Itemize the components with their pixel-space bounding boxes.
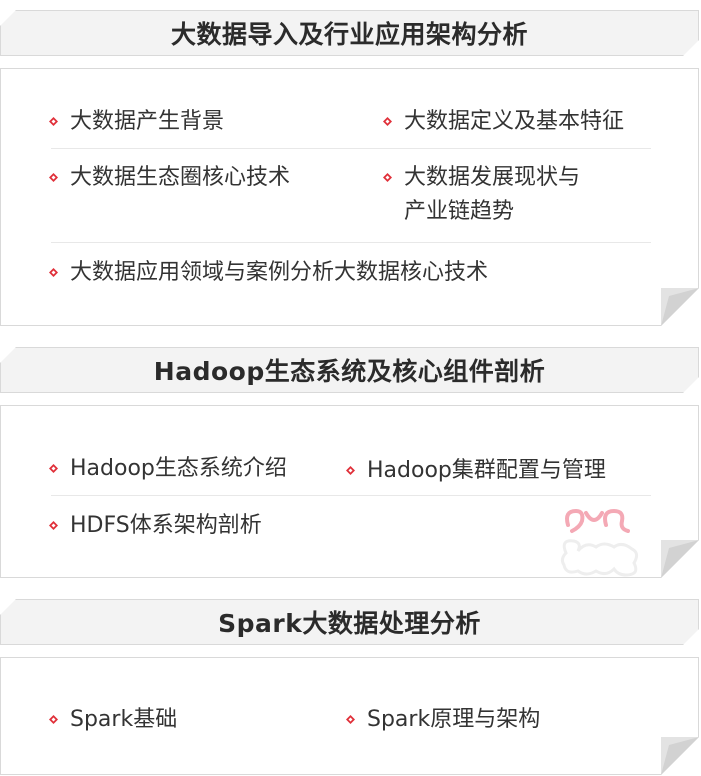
divider — [51, 495, 651, 496]
item-label-multiline: 大数据发展现状与 产业链趋势 — [404, 161, 580, 229]
section-header: Spark大数据处理分析 — [0, 599, 699, 645]
item-label: Spark原理与架构 — [367, 707, 541, 732]
bullet-icon — [383, 117, 392, 126]
section-panel: Hadoop生态系统介绍 Hadoop集群配置与管理 HDFS体系架构剖析 — [0, 405, 699, 578]
item-label: 产业链趋势 — [404, 199, 515, 224]
item-label: Hadoop集群配置与管理 — [367, 458, 606, 483]
page-fold-icon — [661, 540, 699, 578]
list-item: 大数据定义及基本特征 — [383, 105, 624, 139]
section-header: 大数据导入及行业应用架构分析 — [0, 10, 699, 56]
item-label: 大数据产生背景 — [70, 109, 225, 134]
divider — [51, 242, 651, 243]
item-label: 大数据应用领域与案例分析大数据核心技术 — [70, 260, 489, 285]
list-item: Hadoop集群配置与管理 — [346, 454, 606, 488]
list-item: Hadoop生态系统介绍 — [49, 452, 287, 486]
item-label: HDFS体系架构剖析 — [70, 513, 262, 538]
list-item: 大数据发展现状与 产业链趋势 — [383, 161, 580, 229]
bullet-icon — [49, 173, 58, 182]
section-panel: Spark基础 Spark原理与架构 — [0, 657, 699, 775]
page-fold-icon — [661, 737, 699, 775]
item-label: 大数据生态圈核心技术 — [70, 165, 291, 190]
item-label: 大数据定义及基本特征 — [404, 109, 625, 134]
item-label: 大数据发展现状与 — [404, 165, 581, 190]
list-item: 大数据生态圈核心技术 — [49, 161, 290, 195]
section-panel: 大数据产生背景 大数据定义及基本特征 大数据生态圈核心技术 大数据发展现状与 产… — [0, 68, 699, 326]
logo-watermark — [560, 508, 639, 577]
bullet-icon — [383, 173, 392, 182]
item-label: Hadoop生态系统介绍 — [70, 456, 287, 481]
divider — [51, 148, 651, 149]
list-item: Spark基础 — [49, 703, 177, 737]
section-title: Spark大数据处理分析 — [218, 609, 481, 638]
section-title: 大数据导入及行业应用架构分析 — [170, 20, 528, 49]
list-item: 大数据应用领域与案例分析大数据核心技术 — [49, 256, 488, 290]
page-fold-icon — [661, 288, 699, 326]
list-item: HDFS体系架构剖析 — [49, 509, 262, 543]
bullet-icon — [49, 521, 58, 530]
bullet-icon — [346, 466, 355, 475]
bullet-icon — [49, 464, 58, 473]
bullet-icon — [49, 117, 58, 126]
section-header: Hadoop生态系统及核心组件剖析 — [0, 347, 699, 393]
bullet-icon — [49, 715, 58, 724]
item-label: Spark基础 — [70, 707, 178, 732]
bullet-icon — [49, 268, 58, 277]
list-item: Spark原理与架构 — [346, 703, 540, 737]
bullet-icon — [346, 715, 355, 724]
list-item: 大数据产生背景 — [49, 105, 224, 139]
section-title: Hadoop生态系统及核心组件剖析 — [153, 357, 546, 386]
